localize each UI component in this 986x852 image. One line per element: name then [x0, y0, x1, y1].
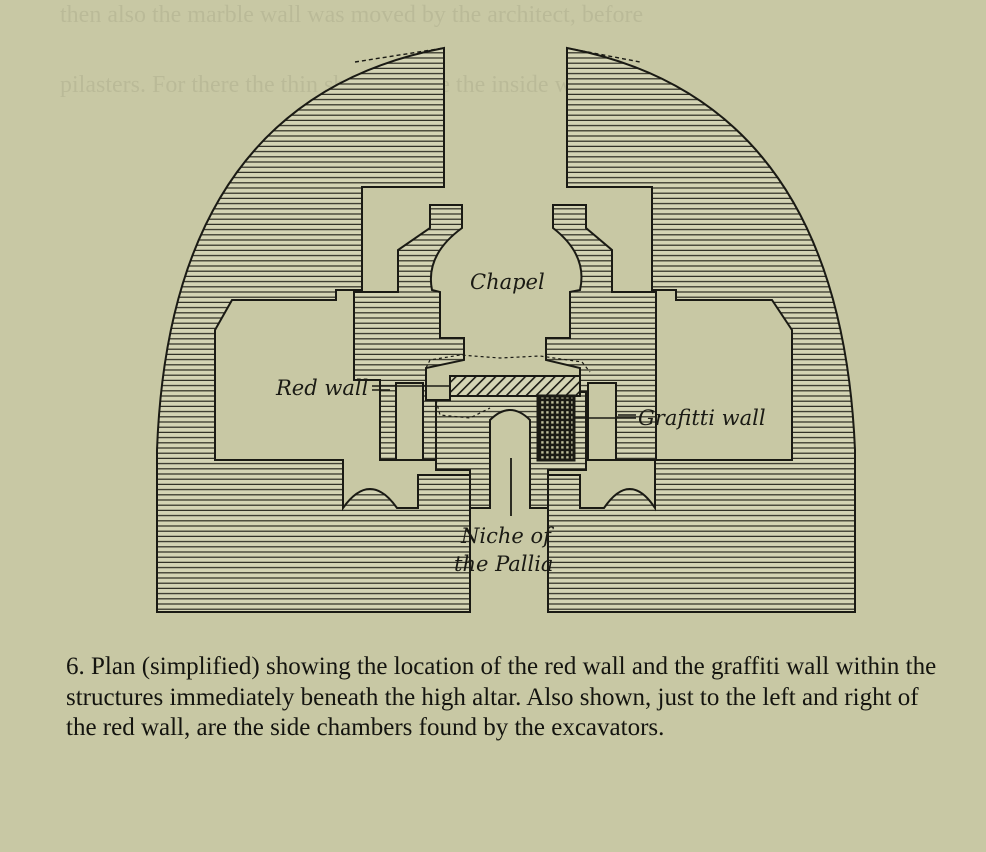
chapel-label: Chapel — [470, 270, 545, 294]
svg-text:then also the marble wall was: then also the marble wall was moved by t… — [60, 2, 643, 28]
dashed-outline — [425, 354, 591, 419]
left-inner-structure — [353, 204, 465, 461]
figure-caption: 6. Plan (simplified) showing the locatio… — [66, 653, 937, 741]
right-inner-structure — [545, 204, 657, 461]
left-side-chamber — [395, 382, 424, 461]
niche-label-line2: the Pallia — [454, 552, 554, 576]
red-wall-label: Red wall — [276, 376, 369, 400]
red-wall — [449, 375, 581, 397]
left-outer-structure — [156, 46, 471, 613]
graffiti-wall-label: Grafitti wall — [638, 406, 766, 430]
right-side-chamber — [587, 382, 617, 461]
graffiti-wall — [536, 394, 576, 462]
plan-diagram: then also the marble wall was moved by t… — [60, 2, 856, 613]
niche-label-line1: Niche of — [461, 524, 551, 548]
